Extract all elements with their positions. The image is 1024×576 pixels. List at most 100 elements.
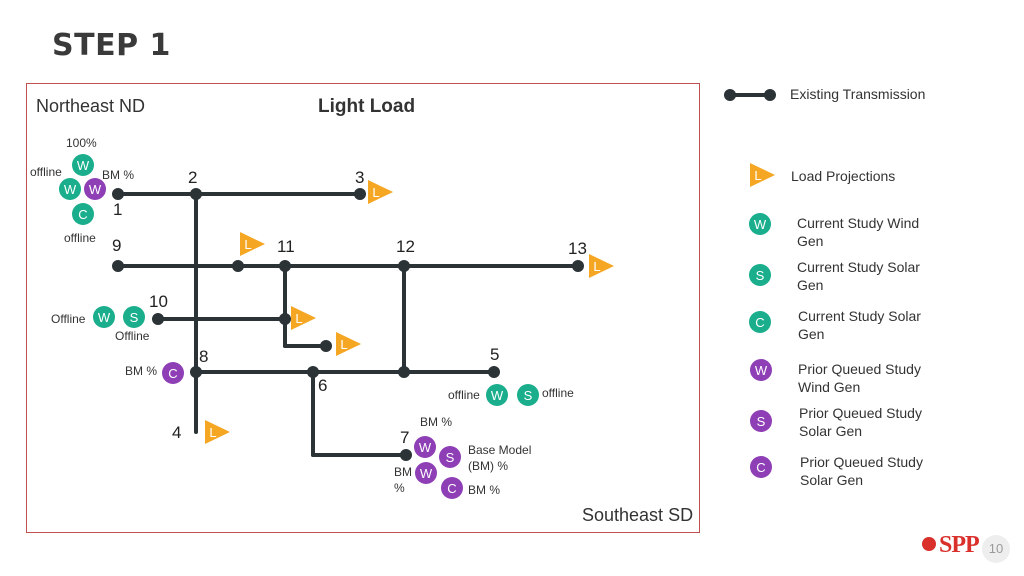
label-base-model-line2: (BM) % <box>468 459 508 473</box>
glyph-load-11: L <box>340 337 347 352</box>
glyph-7-s: S <box>446 450 455 465</box>
glyph-7-w-low: W <box>420 466 433 481</box>
label-100-percent: 100% <box>66 136 97 150</box>
label-base-model-line1: Base Model <box>468 443 532 457</box>
load-11 <box>336 332 361 356</box>
legend-current-c <box>749 311 771 333</box>
legend-load <box>750 163 775 187</box>
load-condition-title: Light Load <box>318 96 416 117</box>
load-markers <box>205 163 775 444</box>
gen-10-s <box>123 306 145 328</box>
glyph-layer: W W W C W S C W S W S W C W S C W S C L … <box>64 158 768 496</box>
node-3 <box>354 188 366 200</box>
spp-logo-icon <box>922 537 936 551</box>
glyph-1-w-prior: W <box>89 182 102 197</box>
glyph-1-w-top: W <box>77 158 90 173</box>
node-8 <box>190 366 202 378</box>
node-13 <box>572 260 584 272</box>
label-offline-1b: offline <box>64 231 96 245</box>
label-bm-7a: BM % <box>420 415 453 429</box>
legend-prior-solar-c: Prior Queued Study Solar Gen <box>800 454 923 488</box>
glyph-load-3: L <box>372 185 379 200</box>
bus-number-11: 11 <box>277 237 295 256</box>
legend-load-projections: Load Projections <box>791 168 896 184</box>
bus-number-4: 4 <box>172 423 182 442</box>
glyph-7-c: C <box>447 481 456 496</box>
transmission-lines <box>116 93 772 457</box>
gen-5-s <box>517 384 539 406</box>
label-bm-8: BM % <box>125 364 158 378</box>
bus-number-9: 9 <box>112 236 122 255</box>
spp-logo-text: SPP <box>939 532 980 558</box>
gen-5-w <box>486 384 508 406</box>
label-offline-10a: Offline <box>51 312 86 326</box>
bus-number-6: 6 <box>318 376 328 395</box>
glyph-load-10: L <box>295 311 302 326</box>
glyph-load-13: L <box>593 259 600 274</box>
gen-10-w <box>93 306 115 328</box>
label-bm-7c: BM % <box>468 483 501 497</box>
load-9 <box>240 232 265 256</box>
bus-number-5: 5 <box>490 345 500 364</box>
legend-current-wind: Current Study Wind Gen <box>797 215 920 249</box>
label-offline-1a: offline <box>30 165 62 179</box>
node-9b <box>232 260 244 272</box>
gen-8-c <box>162 362 184 384</box>
gen-1-c <box>72 203 94 225</box>
glyph-1-c: C <box>78 207 87 222</box>
bus-number-10: 10 <box>149 292 168 311</box>
region-northeast-label: Northeast ND <box>36 96 146 116</box>
legend-current-w <box>749 213 771 235</box>
glyph-legend-prior-s: S <box>757 414 766 429</box>
bus-nodes <box>112 89 776 461</box>
glyph-7-w-top: W <box>419 440 432 455</box>
node-10b <box>279 313 291 325</box>
bus-number-2: 2 <box>188 168 198 187</box>
legend-prior-wind: Prior Queued Study Wind Gen <box>798 361 921 395</box>
node-11b <box>320 340 332 352</box>
label-offline-5b: offline <box>542 386 574 400</box>
node-9 <box>112 260 124 272</box>
legend-current-s <box>749 264 771 286</box>
load-4 <box>205 420 230 444</box>
legend-node-b <box>764 89 776 101</box>
bus-number-1: 1 <box>113 200 123 219</box>
node-10 <box>152 313 164 325</box>
legend-existing-transmission: Existing Transmission <box>790 86 926 102</box>
load-10 <box>291 306 316 330</box>
gen-1-w-top <box>72 154 94 176</box>
legend-prior-solar-s: Prior Queued Study Solar Gen <box>799 405 922 439</box>
node-7 <box>400 449 412 461</box>
node-12 <box>398 260 410 272</box>
glyph-legend-current-w: W <box>754 217 767 232</box>
glyph-10-s: S <box>130 310 139 325</box>
legend-current-solar-s: Current Study Solar Gen <box>797 259 920 293</box>
glyph-load-4: L <box>209 425 216 440</box>
glyph-load-9: L <box>244 237 251 252</box>
node-2 <box>190 188 202 200</box>
prior-gens <box>84 178 772 499</box>
legend-prior-w <box>750 359 772 381</box>
label-offline-10b: Offline <box>115 329 150 343</box>
glyph-legend-current-c: C <box>755 315 764 330</box>
glyph-10-w: W <box>98 310 111 325</box>
gen-1-w-left <box>59 178 81 200</box>
region-southeast-label: Southeast SD <box>582 505 694 525</box>
bus-number-8: 8 <box>199 347 209 366</box>
glyph-legend-prior-c: C <box>756 460 765 475</box>
gen-7-w-low <box>415 462 437 484</box>
bus-number-3: 3 <box>355 168 365 187</box>
diagram-frame <box>26 83 700 533</box>
node-1 <box>112 188 124 200</box>
load-13 <box>589 254 614 278</box>
label-bm-7b-line1: BM <box>394 465 412 479</box>
legend-prior-s <box>750 410 772 432</box>
bus-number-13: 13 <box>568 239 587 258</box>
load-3 <box>368 180 393 204</box>
label-bm-7b-line2: % <box>394 481 405 495</box>
glyph-legend-prior-w: W <box>755 363 768 378</box>
node-12b <box>398 366 410 378</box>
legend-current-solar-c: Current Study Solar Gen <box>798 308 921 342</box>
current-gens <box>59 154 771 406</box>
